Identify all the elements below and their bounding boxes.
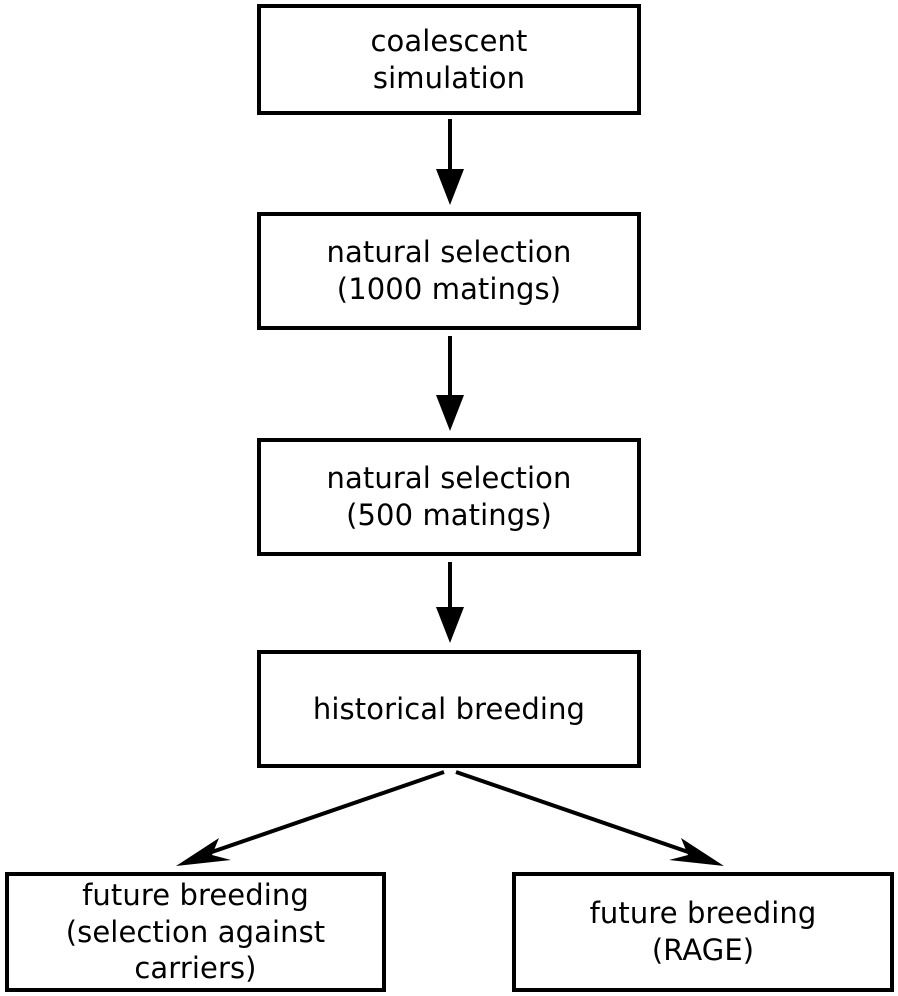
node-label: natural selection (500 matings) bbox=[326, 461, 572, 532]
node-label: future breeding (RAGE) bbox=[589, 896, 817, 967]
node-natural-selection-500[interactable]: natural selection (500 matings) bbox=[257, 438, 641, 556]
node-label: historical breeding bbox=[312, 691, 586, 726]
node-natural-selection-1000[interactable]: natural selection (1000 matings) bbox=[257, 212, 641, 330]
node-future-breeding-rage[interactable]: future breeding (RAGE) bbox=[512, 872, 894, 992]
edge-selection1000-to-selection500 bbox=[436, 336, 464, 431]
edge-coalescent-to-selection1000 bbox=[436, 119, 464, 205]
node-coalescent-simulation[interactable]: coalescent simulation bbox=[257, 4, 641, 115]
node-label: future breeding (selection against carri… bbox=[65, 877, 326, 986]
edge-historical-to-rage bbox=[455, 770, 724, 866]
node-future-breeding-selection-against-carriers[interactable]: future breeding (selection against carri… bbox=[5, 872, 386, 992]
node-label: natural selection (1000 matings) bbox=[326, 235, 572, 306]
node-historical-breeding[interactable]: historical breeding bbox=[257, 650, 641, 768]
node-label: coalescent simulation bbox=[370, 23, 528, 95]
edge-historical-to-selection-carriers bbox=[176, 770, 445, 866]
edge-selection500-to-historical bbox=[436, 562, 464, 643]
